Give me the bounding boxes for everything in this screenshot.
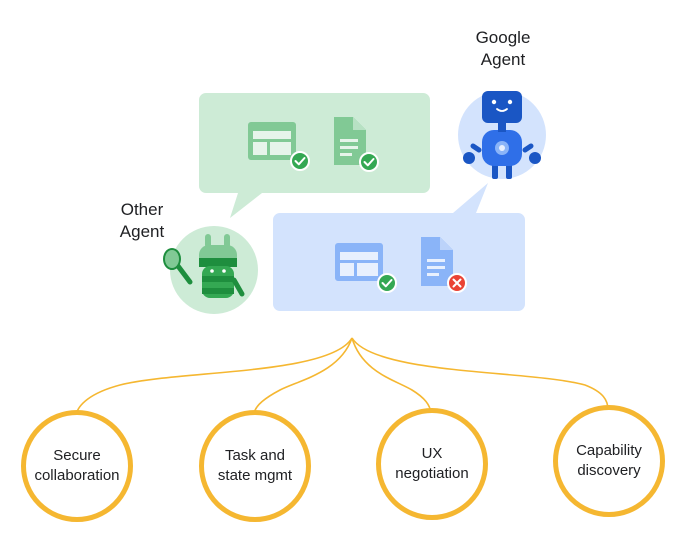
google-agent-label-line2: Agent — [480, 50, 526, 69]
capability-label-line1: UX — [421, 445, 443, 462]
capability-label-line2: negotiation — [395, 465, 469, 482]
check-icon — [290, 151, 310, 171]
capability-label-line2: state mgmt — [217, 467, 293, 484]
connector-line-ux — [351, 337, 432, 414]
capability-ux-negotiation: UX negotiation — [376, 408, 488, 520]
connector-line-capability — [351, 337, 609, 411]
document-icon — [334, 117, 366, 165]
capability-secure-collaboration: Secure collaboration — [21, 410, 133, 522]
capability-label-line1: Capability — [576, 442, 642, 459]
capability-label-line1: Task and — [224, 447, 286, 464]
other-agent-label-line1: Other — [120, 200, 164, 219]
capability-label-line2: collaboration — [34, 467, 120, 484]
capability-task-state-mgmt: Task and state mgmt — [199, 410, 311, 522]
other-agent-label-line2: Agent — [119, 222, 165, 241]
spreadsheet-icon — [335, 243, 383, 281]
capability-label-line2: discovery — [577, 462, 641, 479]
google-agent-label-line1: Google — [475, 28, 531, 47]
google-agent-label: Google Agent — [463, 27, 543, 71]
check-icon — [377, 273, 397, 293]
cross-icon — [447, 273, 467, 293]
check-icon — [359, 152, 379, 172]
capability-label-line1: Secure — [53, 447, 101, 464]
connector-line-task — [253, 337, 353, 414]
capability-discovery: Capability discovery — [553, 405, 665, 517]
spreadsheet-icon — [248, 122, 296, 160]
connector-line-secure — [75, 337, 353, 416]
other-agent-label: Other Agent — [106, 199, 178, 243]
document-icon — [421, 237, 453, 286]
